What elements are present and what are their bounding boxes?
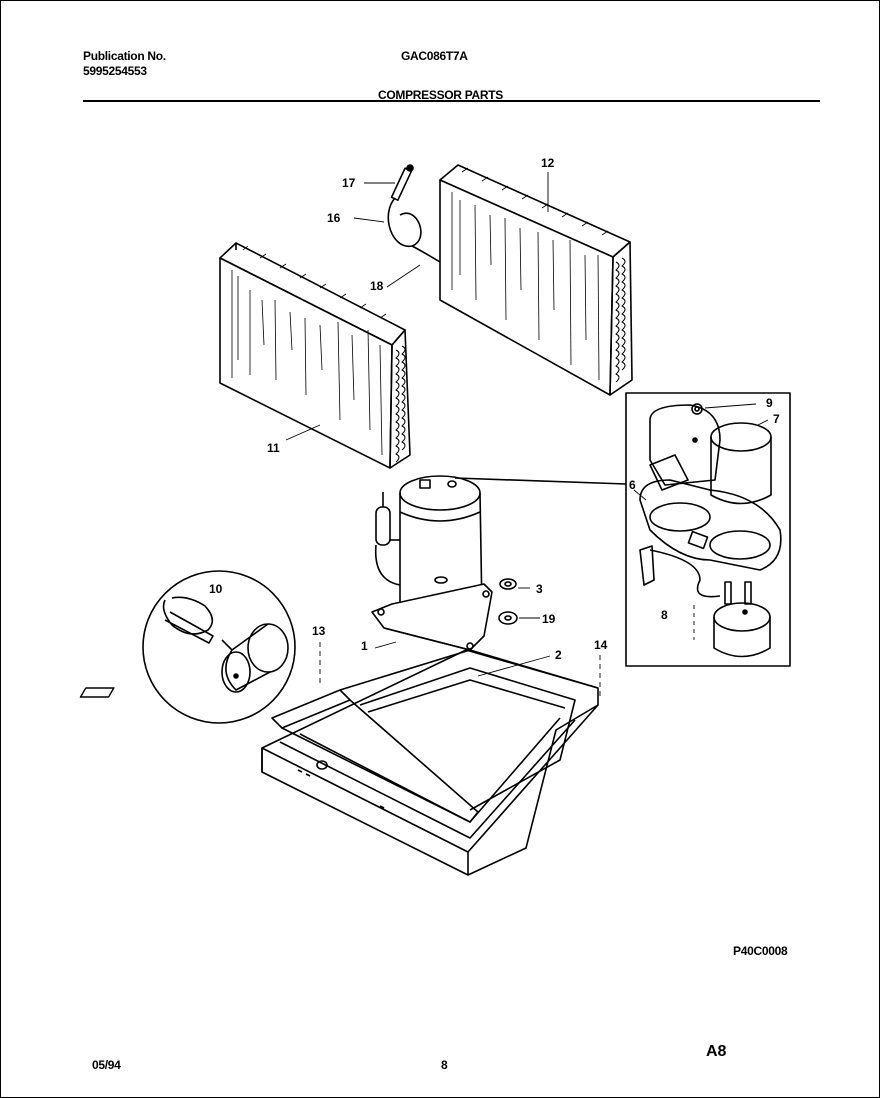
figure-code: P40C0008 xyxy=(733,944,788,958)
publication-number: 5995254553 xyxy=(83,64,147,78)
callout-1: 1 xyxy=(361,639,368,653)
callout-6: 6 xyxy=(629,478,636,492)
inset-electrical-parts xyxy=(625,392,791,667)
inset-capacitor-strap xyxy=(142,570,296,724)
callout-10: 10 xyxy=(209,582,223,596)
coil-11 xyxy=(219,242,411,469)
pan-slot xyxy=(79,687,115,698)
capillary-tube-assembly xyxy=(387,164,441,263)
compressor xyxy=(371,475,627,660)
footer-page-number: 8 xyxy=(441,1058,448,1072)
capillary-coil-16 xyxy=(387,197,422,247)
callout-7: 7 xyxy=(773,412,780,426)
base-pan xyxy=(79,649,599,876)
callout-13: 13 xyxy=(312,624,326,638)
section-title: COMPRESSOR PARTS xyxy=(378,88,503,102)
publication-label: Publication No. xyxy=(83,49,166,63)
callout-16: 16 xyxy=(327,211,341,225)
callout-18: 18 xyxy=(370,279,384,293)
callout-19: 19 xyxy=(542,612,556,626)
model-number: GAC086T7A xyxy=(401,49,468,63)
callout-8: 8 xyxy=(661,608,668,622)
leader-lines xyxy=(285,172,769,700)
callout-9: 9 xyxy=(766,396,773,410)
sensing-bulb-17 xyxy=(390,167,413,201)
callout-14: 14 xyxy=(594,638,608,652)
callout-2: 2 xyxy=(555,648,562,662)
footer-code: A8 xyxy=(706,1043,727,1060)
callout-3: 3 xyxy=(536,582,543,596)
callout-11: 11 xyxy=(267,441,280,455)
footer-date: 05/94 xyxy=(92,1058,121,1072)
callout-12: 12 xyxy=(541,156,555,170)
capillary-tube-18 xyxy=(411,245,441,263)
callout-17: 17 xyxy=(342,176,356,190)
coil-12 xyxy=(439,164,633,396)
